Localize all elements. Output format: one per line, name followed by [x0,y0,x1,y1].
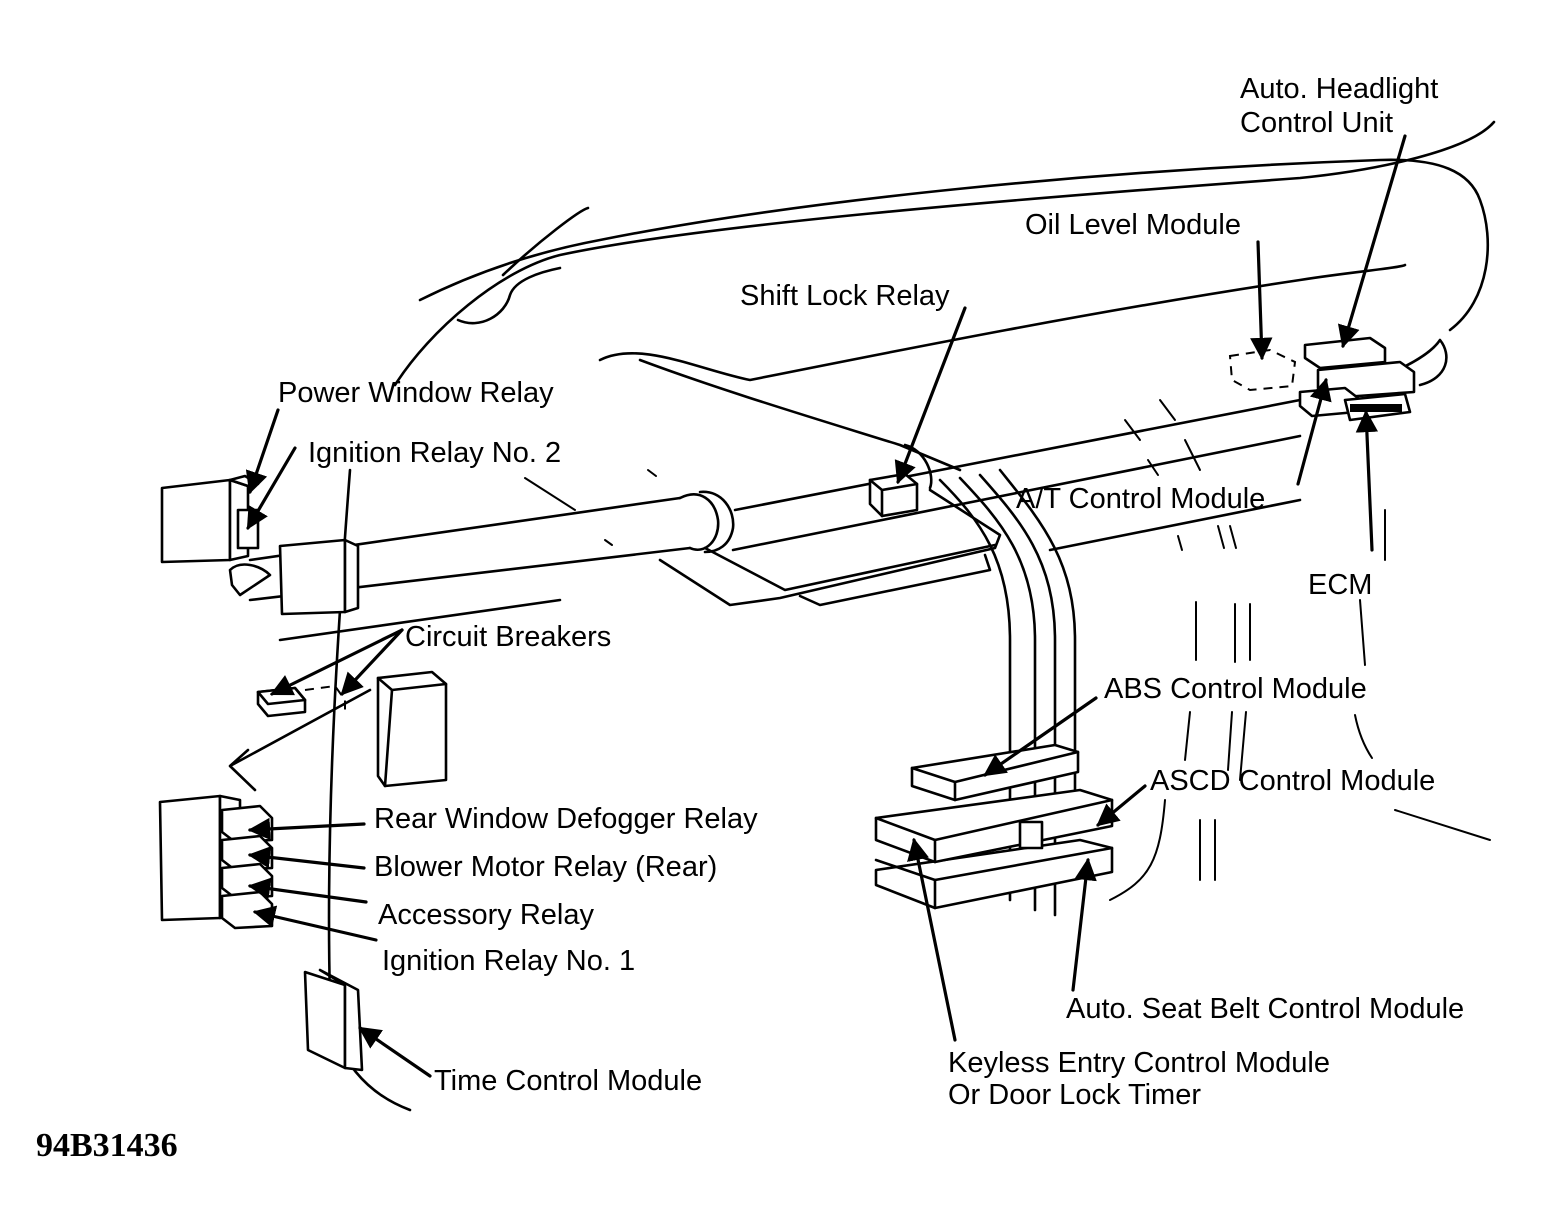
leader-arrows [245,134,1407,1078]
label-oil-level-module: Oil Level Module [1025,209,1241,241]
label-abs-control-module: ABS Control Module [1104,673,1367,705]
label-keyless-entry-1: Keyless Entry Control Module [948,1047,1330,1079]
ignition-relay-2-box [228,538,360,616]
label-circuit-breakers: Circuit Breakers [405,621,611,653]
label-shift-lock-relay: Shift Lock Relay [740,280,950,312]
label-auto-headlight-1: Auto. Headlight [1240,73,1438,105]
shift-lock-relay-box [868,472,919,518]
figure-id: 94B31436 [36,1127,178,1164]
relay-block-box [376,670,448,788]
label-at-control-module: A/T Control Module [1016,483,1265,515]
label-accessory-relay: Accessory Relay [378,899,594,931]
hatch-lines [1109,399,1491,901]
label-ignition-relay-1: Ignition Relay No. 1 [382,945,635,977]
label-rear-window-defogger-relay: Rear Window Defogger Relay [374,803,758,835]
power-window-relay-box [160,474,260,564]
label-blower-motor-relay: Blower Motor Relay (Rear) [374,851,717,883]
label-power-window-relay: Power Window Relay [278,377,554,409]
relay-panel [158,688,372,930]
time-control-module-box [303,968,364,1072]
label-ecm: ECM [1308,569,1372,601]
dashboard-outline [248,120,1496,1112]
label-ignition-relay-2: Ignition Relay No. 2 [308,437,561,469]
label-auto-seat-belt-control-module: Auto. Seat Belt Control Module [1066,993,1464,1025]
label-ascd-control-module: ASCD Control Module [1150,765,1435,797]
label-keyless-entry-2: Or Door Lock Timer [948,1079,1201,1111]
label-auto-headlight-2: Control Unit [1240,107,1393,139]
label-time-control-module: Time Control Module [434,1065,702,1097]
